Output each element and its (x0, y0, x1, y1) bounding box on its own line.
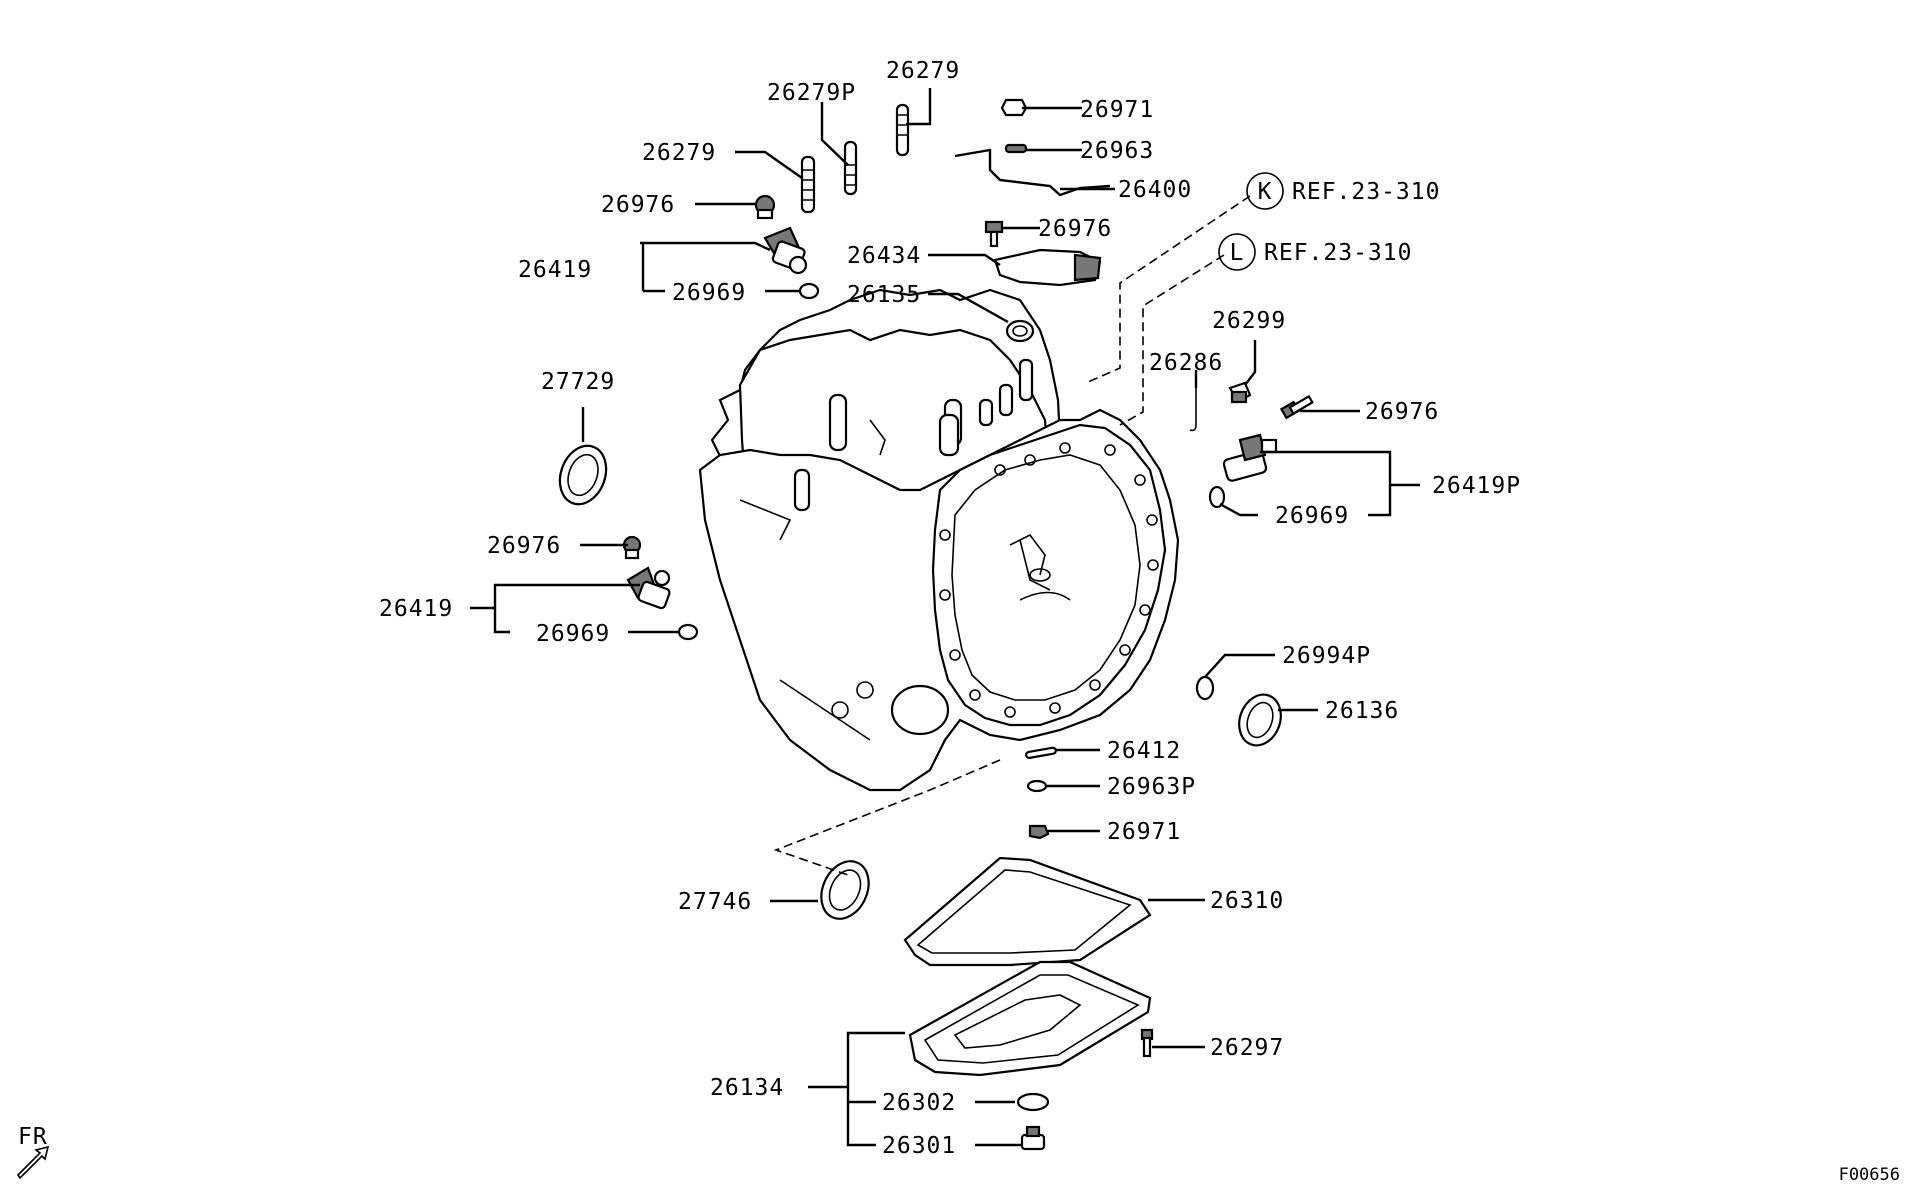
label-26963: 26963 (1080, 138, 1154, 164)
bolt-26976-a (754, 194, 776, 220)
fr-arrow-icon (16, 1145, 50, 1180)
stud-26279P (843, 140, 858, 196)
nut-26971-bot (1028, 824, 1050, 840)
oil-pan-gasket (903, 856, 1152, 967)
label-26301: 26301 (882, 1133, 956, 1159)
label-26971-top: 26971 (1080, 97, 1154, 123)
bolt-26297 (1140, 1028, 1154, 1058)
seal-26135 (1005, 319, 1035, 343)
o-ring-26969-c (677, 623, 699, 641)
label-26279P: 26279P (767, 80, 856, 106)
label-26976-b: 26976 (1038, 216, 1112, 242)
label-26971-bot: 26971 (1107, 819, 1181, 845)
part-labels: 26279 26279P 26279 26971 26963 26400 269… (379, 58, 1521, 1159)
callout-k: K REF.23-310 (1246, 172, 1440, 210)
oil-pan (908, 960, 1152, 1077)
bolt-26963 (1004, 143, 1028, 154)
solenoid-26419-b (626, 566, 671, 610)
label-27729: 27729 (541, 369, 615, 395)
bolt-26976-c (1279, 394, 1314, 420)
o-ring-26969-a (798, 282, 820, 300)
label-26976-a: 26976 (601, 192, 675, 218)
transmission-case (698, 288, 1180, 792)
label-26434: 26434 (847, 243, 921, 269)
label-26286: 26286 (1149, 350, 1223, 376)
leader-lines (470, 88, 1420, 1147)
callout-k-letter: K (1258, 179, 1273, 205)
label-26969-b: 26969 (1275, 503, 1349, 529)
label-26412: 26412 (1107, 738, 1181, 764)
bolt-26976-b (984, 220, 1004, 248)
label-26419-b: 26419 (379, 596, 453, 622)
o-ring-26969-b (1208, 485, 1226, 509)
stud-26279-top (895, 103, 910, 157)
seal-26136 (1238, 693, 1282, 747)
label-26969-a: 26969 (672, 280, 746, 306)
o-ring-26994P (1195, 675, 1215, 701)
label-26135: 26135 (847, 282, 921, 308)
label-26969-c: 26969 (536, 621, 610, 647)
callout-l: L REF.23-310 (1218, 233, 1412, 271)
callout-k-ref: REF.23-310 (1292, 179, 1440, 205)
label-27746: 27746 (678, 889, 752, 915)
front-direction-indicator: FR (16, 1124, 50, 1180)
solenoid-26419P (1222, 433, 1278, 482)
callout-l-ref: REF.23-310 (1264, 240, 1412, 266)
label-26279-left: 26279 (642, 140, 716, 166)
switch-26434 (993, 248, 1102, 287)
label-26310: 26310 (1210, 888, 1284, 914)
stud-26279-left (800, 155, 816, 214)
bolt-26412 (1025, 746, 1057, 760)
sensor-26299 (1228, 381, 1252, 404)
nut-26971-top (1000, 98, 1028, 117)
label-26279-top: 26279 (886, 58, 960, 84)
flange-bolt-holes (939, 442, 1159, 718)
fr-label: FR (18, 1124, 48, 1150)
label-26297: 26297 (1210, 1035, 1284, 1061)
washer-26963P (1026, 779, 1048, 793)
label-26976-c: 26976 (1365, 399, 1439, 425)
label-26963P: 26963P (1107, 774, 1196, 800)
seal-27746 (820, 860, 870, 920)
label-26976-d: 26976 (487, 533, 561, 559)
clip-26286 (1189, 388, 1197, 432)
drain-plug-26301 (1020, 1125, 1046, 1151)
gasket-26302 (1016, 1092, 1050, 1112)
label-26302: 26302 (882, 1090, 956, 1116)
diagram-code: F00656 (1839, 1165, 1900, 1185)
bolt-26976-d (622, 535, 642, 560)
label-26419P: 26419P (1432, 473, 1521, 499)
label-26134: 26134 (710, 1075, 784, 1101)
label-26419-a: 26419 (518, 257, 592, 283)
label-26400: 26400 (1118, 177, 1192, 203)
solenoid-26419-a (763, 226, 808, 275)
label-26994P: 26994P (1282, 643, 1371, 669)
label-26136: 26136 (1325, 698, 1399, 724)
seal-27729 (558, 444, 608, 506)
callout-l-letter: L (1230, 240, 1245, 266)
label-26299: 26299 (1212, 308, 1286, 334)
